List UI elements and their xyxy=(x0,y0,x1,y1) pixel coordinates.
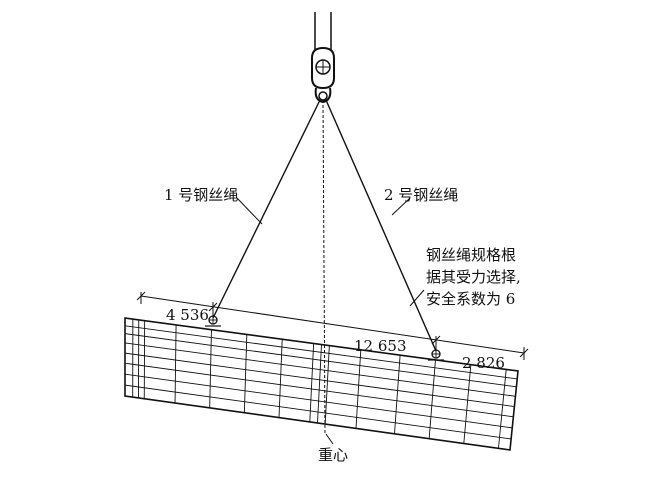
spec-note-line-2: 据其受力选择, xyxy=(426,268,521,286)
grid-line-vertical xyxy=(310,343,314,421)
spec-note-line-3: 安全系数为 6 xyxy=(426,290,515,308)
center-of-gravity-line xyxy=(323,100,325,434)
grid-line-vertical xyxy=(429,360,435,439)
dim-right-offset: 2 826 xyxy=(462,354,505,372)
grid-line-vertical xyxy=(498,369,506,448)
rope-1-line xyxy=(213,100,320,318)
grid-line-vertical xyxy=(325,346,329,425)
rope-2-line xyxy=(326,100,436,351)
grid-line-vertical xyxy=(464,365,471,444)
grid-line-vertical xyxy=(395,355,401,434)
dim-left-offset: 4 536 xyxy=(166,306,209,324)
grid-line-vertical xyxy=(279,339,282,417)
grid-line-vertical xyxy=(210,330,212,408)
grid-line-vertical xyxy=(244,334,246,412)
rope-1-label: 1 号钢丝绳 xyxy=(164,186,238,204)
center-of-gravity-label: 重心 xyxy=(318,446,348,464)
grid-line-vertical xyxy=(356,350,361,429)
rope-2-label: 2 号钢丝绳 xyxy=(384,186,458,204)
grid-line-vertical xyxy=(318,345,322,424)
steel-structure xyxy=(125,318,518,450)
grid-line-vertical xyxy=(175,325,176,403)
crane-hook xyxy=(312,12,334,102)
spec-note-line-1: 钢丝绳规格根 xyxy=(426,246,516,264)
dim-span: 12 653 xyxy=(354,337,407,355)
